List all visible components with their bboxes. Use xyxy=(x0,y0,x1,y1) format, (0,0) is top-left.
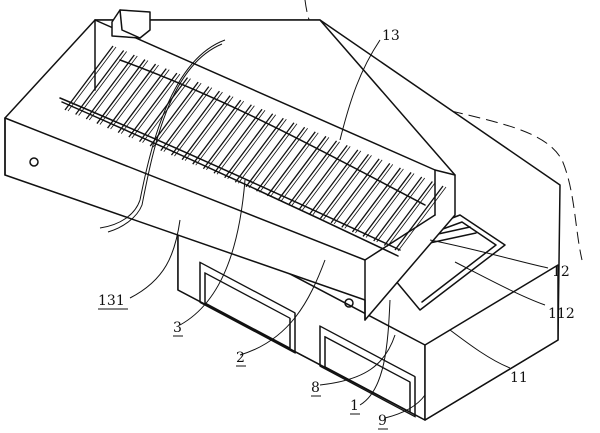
grate-rod-shadow xyxy=(333,159,383,225)
grate-rod-shadow xyxy=(355,168,404,234)
label-8: 8 xyxy=(311,380,320,396)
grate-rod xyxy=(181,95,231,161)
grate-rod-shadow xyxy=(152,82,202,148)
grate-rod-shadow xyxy=(227,114,276,179)
window-right-inner xyxy=(324,335,411,413)
label-2: 2 xyxy=(236,350,245,366)
grate-rod xyxy=(202,104,252,170)
grate-rod-shadow xyxy=(206,105,255,170)
window-left xyxy=(199,261,296,354)
grate-rod xyxy=(383,181,433,246)
leader-lines xyxy=(129,39,549,419)
grate-rod-shadow xyxy=(163,87,213,152)
label-9: 9 xyxy=(378,413,387,429)
grate-rod xyxy=(128,72,178,138)
grate-rod-shadow xyxy=(120,69,170,134)
grate-rod xyxy=(266,131,316,197)
label-12: 12 xyxy=(552,264,570,280)
grate-rod-shadow xyxy=(238,119,287,184)
grate-rod-shadow xyxy=(376,177,426,243)
grate-rod xyxy=(351,167,401,233)
window-right xyxy=(319,325,416,418)
grate-rod xyxy=(170,90,220,156)
grate-rod-shadow xyxy=(312,150,362,216)
grate-rod-shadow xyxy=(344,164,394,229)
grate-rod xyxy=(117,68,167,133)
label-3: 3 xyxy=(173,320,182,336)
chain-back xyxy=(119,59,426,206)
grate-rod-shadow xyxy=(99,60,149,125)
grate-rod xyxy=(309,149,359,215)
grate-rod-shadow xyxy=(174,91,223,157)
label-13: 13 xyxy=(382,28,400,44)
grate-rod xyxy=(373,176,423,242)
grate-rod-shadow xyxy=(323,155,372,220)
label-131: 131 xyxy=(98,293,125,309)
grate-rod xyxy=(138,77,189,143)
label-11: 11 xyxy=(510,370,528,386)
grate-rod-shadow xyxy=(195,100,245,166)
grate-rod-shadow xyxy=(78,51,127,116)
bolt-hole-left xyxy=(29,157,39,167)
grate-rod-shadow xyxy=(301,146,351,211)
grate-rod xyxy=(107,63,157,129)
grate-rod xyxy=(85,54,135,120)
grate-rod xyxy=(213,108,263,174)
grate-rod xyxy=(160,86,210,152)
grate-rod xyxy=(394,185,444,251)
grate-rod xyxy=(96,59,146,124)
grate-rod xyxy=(341,163,391,228)
grate-rod xyxy=(277,135,327,201)
wire-1 xyxy=(99,39,226,229)
grate-rod-shadow xyxy=(88,55,138,121)
grate-rod xyxy=(224,113,274,179)
label-112: 112 xyxy=(548,306,575,322)
grate-rod-shadow xyxy=(110,64,159,130)
chain-front xyxy=(59,97,401,251)
grate-rod xyxy=(288,140,338,206)
grate-rod-shadow xyxy=(291,141,340,207)
grate-rod-shadow xyxy=(184,96,234,161)
grate-rod xyxy=(298,144,348,210)
grate-rod-shadow xyxy=(216,109,266,175)
label-underlines xyxy=(98,308,388,430)
grate-rod-shadow xyxy=(131,73,181,139)
grate-rod-shadow xyxy=(397,186,447,252)
grate-rod-shadow xyxy=(67,46,117,112)
grate-rod-shadow xyxy=(365,173,415,238)
grate-rod xyxy=(362,172,412,237)
grate-rod-shadow xyxy=(280,137,330,202)
window-left-inner xyxy=(204,272,291,350)
motor xyxy=(111,9,151,39)
grate-rod-shadow xyxy=(269,132,319,198)
grate-rod xyxy=(330,158,380,224)
grate-rod xyxy=(75,50,125,115)
grate-rod xyxy=(64,45,114,111)
label-1: 1 xyxy=(350,398,359,414)
grate-rod xyxy=(234,117,284,183)
grate-rod-shadow xyxy=(387,182,436,247)
bolt-hole-right xyxy=(344,298,354,308)
wire-2 xyxy=(107,43,223,233)
grate-rod xyxy=(192,99,242,165)
grate-rod xyxy=(319,153,370,219)
